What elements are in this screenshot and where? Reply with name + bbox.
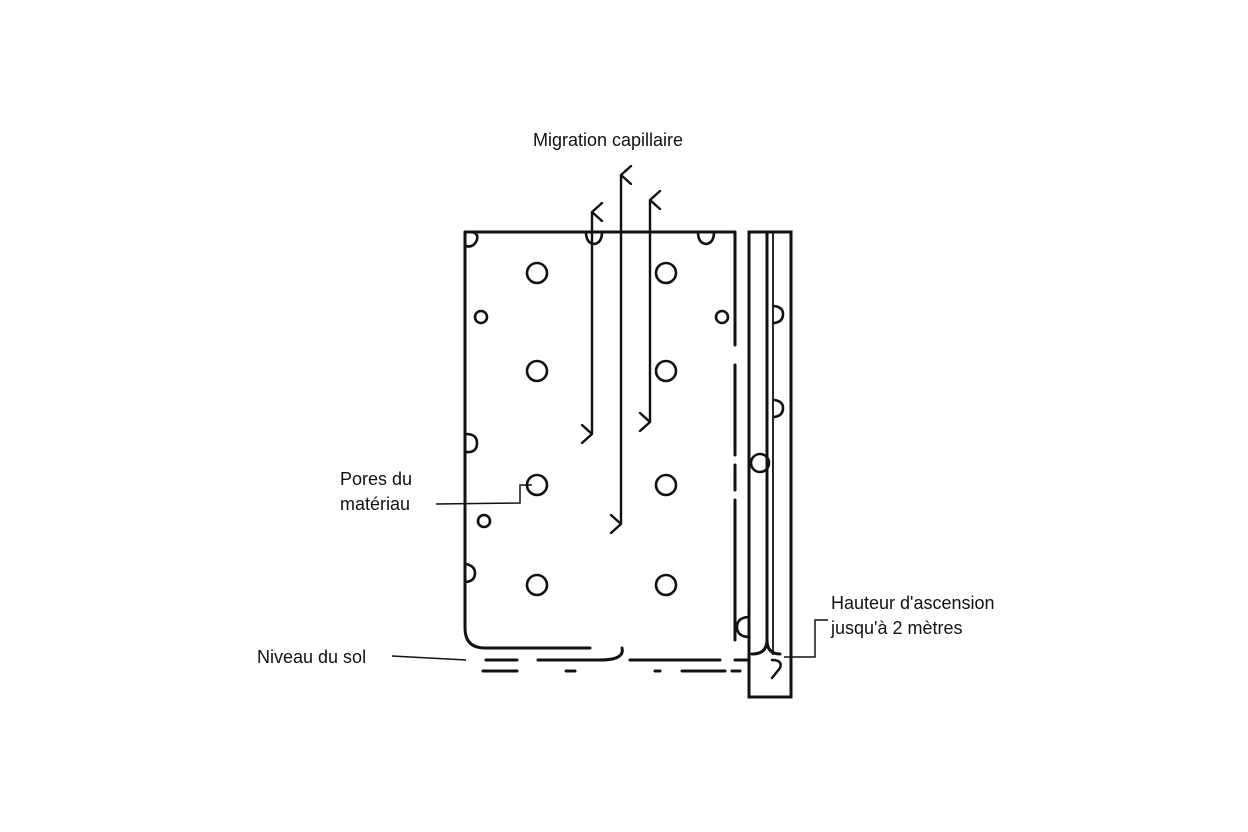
material-block-outline: [463, 230, 737, 650]
pore-edge: [464, 562, 477, 584]
pore: [654, 473, 678, 497]
capillary-tube-hook: [770, 658, 782, 680]
pore: [525, 261, 549, 285]
pore: [476, 513, 492, 529]
material-pores: [473, 261, 771, 597]
pore: [654, 359, 678, 383]
rise-height-label-line-2: jusqu'à 2 mètres: [831, 618, 963, 638]
pore: [473, 309, 489, 325]
pores-leader: [435, 484, 532, 505]
pore: [525, 573, 549, 597]
pore: [654, 573, 678, 597]
pore-edge: [584, 230, 604, 246]
pore-edge: [696, 230, 716, 246]
capillary-tube-outer: [747, 230, 793, 699]
pore-edge: [464, 230, 479, 248]
pore-edge: [464, 432, 479, 454]
pore-edge: [772, 398, 785, 419]
pores-label-line-2: matériau: [340, 494, 411, 514]
ground-line: [484, 646, 750, 662]
pore: [654, 261, 678, 285]
pore: [525, 473, 549, 497]
pores-label-line-1: Pores du: [340, 469, 413, 489]
rise-height-label-line-1: Hauteur d'ascension: [831, 593, 995, 613]
rise-height-leader: [784, 619, 828, 658]
pore-edge: [772, 304, 785, 325]
capillary-migration-title: Migration capillaire: [533, 130, 684, 150]
pores-label: Pores du matériau: [340, 467, 412, 517]
pore-edge: [735, 615, 750, 639]
edge-pores: [464, 230, 785, 639]
ground-level-leader: [391, 655, 467, 661]
pore: [749, 452, 771, 474]
ground-level-label: Niveau du sol: [257, 647, 367, 667]
rise-height-label: Hauteur d'ascension jusqu'à 2 mètres: [831, 591, 995, 641]
pore: [525, 359, 549, 383]
capillary-tube-inner: [750, 230, 782, 656]
pore: [714, 309, 730, 325]
